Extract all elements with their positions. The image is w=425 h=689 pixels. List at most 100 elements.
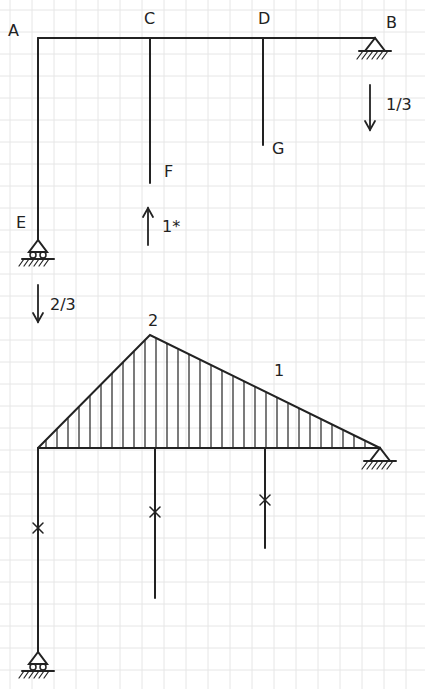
grid-line bbox=[10, 0, 11, 689]
grid-line bbox=[318, 0, 319, 689]
load-arrow bbox=[369, 85, 371, 130]
grid-line bbox=[0, 538, 425, 539]
grid-line bbox=[32, 0, 33, 689]
ground-hatch bbox=[29, 259, 34, 266]
moment-value: 2 bbox=[146, 312, 160, 330]
grid-line bbox=[0, 362, 425, 363]
beam bbox=[38, 447, 380, 449]
grid-line bbox=[0, 450, 425, 451]
moment-hatch bbox=[287, 404, 288, 448]
ground-hatch bbox=[372, 461, 378, 469]
moment-hatch bbox=[111, 374, 112, 448]
grid-line bbox=[0, 604, 425, 605]
grid-line bbox=[0, 384, 425, 385]
grid-line bbox=[0, 120, 425, 121]
grid-line bbox=[0, 472, 425, 473]
grid-line bbox=[340, 0, 341, 689]
grid-line bbox=[0, 274, 425, 275]
grid-line bbox=[0, 76, 425, 77]
point-label: B bbox=[384, 14, 399, 32]
support-triangle bbox=[29, 652, 47, 664]
moment-hatch bbox=[100, 385, 101, 448]
grid-line bbox=[0, 208, 425, 209]
grid-line bbox=[0, 406, 425, 407]
grid-line bbox=[252, 0, 253, 689]
ground-hatch bbox=[24, 259, 29, 266]
grid-line bbox=[0, 98, 425, 99]
moment-hatch bbox=[177, 350, 178, 448]
grid-line bbox=[120, 0, 121, 689]
force-value: 1* bbox=[160, 218, 182, 236]
grid-line bbox=[0, 32, 425, 33]
grid-line bbox=[186, 0, 187, 689]
moment-hatch bbox=[155, 339, 156, 448]
ground-hatch bbox=[367, 461, 373, 469]
grid-line bbox=[0, 626, 425, 627]
zero-mark bbox=[33, 523, 43, 533]
unit-load-arrow bbox=[147, 208, 149, 245]
grid-line bbox=[76, 0, 77, 689]
moment-hatch bbox=[78, 408, 79, 448]
grid-line bbox=[274, 0, 275, 689]
grid-line bbox=[296, 0, 297, 689]
zero-mark bbox=[260, 495, 270, 505]
grid-line bbox=[0, 494, 425, 495]
grid-line bbox=[0, 560, 425, 561]
column bbox=[262, 38, 264, 145]
support-triangle bbox=[370, 448, 390, 461]
ground-hatch bbox=[367, 51, 373, 59]
column bbox=[154, 448, 156, 598]
ground-hatch bbox=[29, 671, 34, 678]
roller-support bbox=[19, 652, 54, 678]
ground-hatch bbox=[34, 671, 39, 678]
moment-hatch bbox=[67, 419, 68, 448]
ground-hatch bbox=[362, 461, 368, 469]
grid-line bbox=[362, 0, 363, 689]
grid-line bbox=[0, 340, 425, 341]
ground-hatch bbox=[372, 51, 378, 59]
roller bbox=[30, 664, 36, 670]
ground-hatch bbox=[382, 461, 388, 469]
grid-line bbox=[0, 318, 425, 319]
moment-hatch bbox=[232, 377, 233, 448]
grid-line bbox=[54, 0, 55, 689]
zero-mark bbox=[33, 523, 43, 533]
moment-hatch bbox=[254, 388, 255, 448]
support-triangle bbox=[365, 38, 385, 51]
moment-value: 1 bbox=[272, 362, 286, 380]
pin-support bbox=[357, 38, 391, 59]
zero-mark bbox=[260, 495, 270, 505]
grid-line bbox=[384, 0, 385, 689]
moment-hatch bbox=[45, 441, 46, 448]
grid-line bbox=[0, 670, 425, 671]
grid-line bbox=[0, 582, 425, 583]
roller bbox=[40, 252, 46, 258]
moment-hatch bbox=[221, 371, 222, 448]
roller bbox=[40, 664, 46, 670]
grid-line bbox=[208, 0, 209, 689]
grid-line bbox=[0, 252, 425, 253]
column bbox=[149, 38, 151, 183]
point-label: G bbox=[270, 140, 286, 158]
grid-line bbox=[0, 164, 425, 165]
moment-hatch bbox=[298, 409, 299, 448]
ground-hatch bbox=[34, 259, 39, 266]
moment-hatch bbox=[309, 415, 310, 448]
column bbox=[37, 448, 39, 652]
ground-line bbox=[359, 50, 391, 52]
moment-hatch bbox=[144, 341, 145, 448]
reaction-arrow bbox=[37, 285, 39, 322]
ground-hatch bbox=[357, 51, 363, 59]
point-label: F bbox=[162, 163, 175, 181]
column bbox=[37, 38, 39, 240]
ground-line bbox=[364, 460, 396, 462]
force-value: 1/3 bbox=[384, 96, 414, 114]
moment-hatch bbox=[56, 430, 57, 448]
column bbox=[264, 448, 266, 548]
grid-line bbox=[0, 230, 425, 231]
ground-hatch bbox=[377, 461, 383, 469]
moment-hatch bbox=[320, 420, 321, 448]
ground-hatch bbox=[19, 671, 24, 678]
moment-hatch bbox=[166, 344, 167, 448]
ground-hatch bbox=[44, 671, 49, 678]
